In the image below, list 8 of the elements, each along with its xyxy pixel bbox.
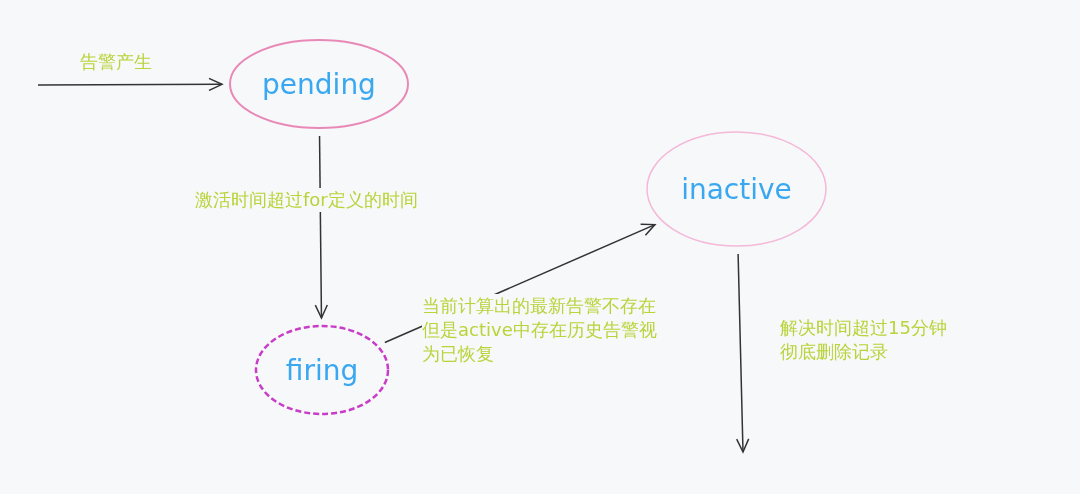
state-name: inactive [680, 172, 793, 206]
state-name: pending [261, 67, 377, 101]
state-name: firing [284, 353, 360, 387]
arrow [314, 135, 329, 319]
edge-label: 告警产生 [80, 50, 152, 74]
arrow [735, 253, 750, 453]
edge-label: 激活时间超过for定义的时间 [195, 188, 418, 212]
arrow [37, 77, 223, 92]
